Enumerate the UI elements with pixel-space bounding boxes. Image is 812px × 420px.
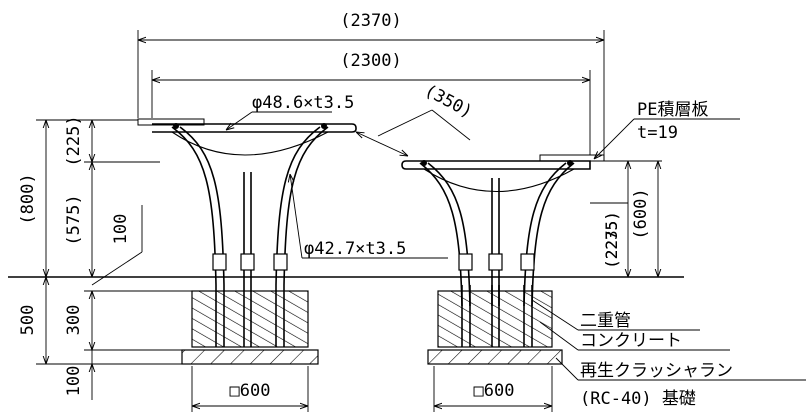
right-vertical-dimensions: (2275) (2235) (600) [590, 160, 662, 277]
right-gravel-base [427, 349, 563, 365]
right-height-a-label: (2275) [602, 211, 621, 269]
left-bench: □600 [137, 118, 357, 412]
left-concrete-footing [191, 290, 309, 348]
gravel-depth-label: 100 [64, 366, 84, 397]
small-offset-label: 100 [111, 214, 131, 245]
board-thickness-label: t=19 [637, 123, 678, 143]
double-pipe-label: 二重管 [580, 311, 631, 331]
material-callouts: 二重管 コンクリート 再生クラッシャラン (RC-40) 基礎 [531, 299, 806, 409]
inner-width-label: (2300) [340, 51, 401, 71]
left-gravel-base [181, 349, 319, 365]
left-lower-height-label: (575) [64, 194, 84, 245]
left-seat-board [137, 118, 205, 126]
concrete-label: コンクリート [580, 331, 682, 351]
board-name-label: PE積層板 [637, 100, 708, 120]
right-bench: □600 [401, 154, 605, 412]
left-footing-label: □600 [230, 381, 271, 401]
overall-width-label: (2370) [340, 11, 401, 31]
right-footing-label: □600 [474, 381, 515, 401]
right-height-c-label: (600) [631, 188, 651, 239]
slope-length-label: (350) [421, 81, 476, 123]
dimension-inner-width: (2300) [151, 51, 591, 158]
dimension-slope: (350) [356, 81, 476, 156]
left-vertical-dimensions: (800) (225) (575) 100 [18, 115, 160, 286]
foundation-depth-dimensions: 500 300 100 [18, 277, 196, 400]
left-total-height-label: (800) [18, 173, 38, 224]
board-callout: PE積層板 t=19 [594, 100, 740, 159]
foundation-depth-label: 500 [18, 305, 38, 336]
crusher-run-label: 再生クラッシャラン [580, 361, 733, 381]
dimension-overall-width: (2370) [137, 11, 605, 158]
arm-pipe-callout: φ42.7×t3.5 [290, 174, 448, 259]
arm-pipe-label: φ42.7×t3.5 [304, 239, 406, 259]
foundation-note-label: (RC-40) 基礎 [580, 389, 696, 409]
right-height-b-label: (2235) [602, 211, 621, 269]
concrete-depth-label: 300 [64, 305, 84, 336]
left-top-offset-label: (225) [64, 115, 84, 166]
top-pipe-callout: φ48.6×t3.5 [226, 93, 354, 130]
right-concrete-footing [437, 290, 553, 348]
top-pipe-label: φ48.6×t3.5 [252, 93, 354, 113]
